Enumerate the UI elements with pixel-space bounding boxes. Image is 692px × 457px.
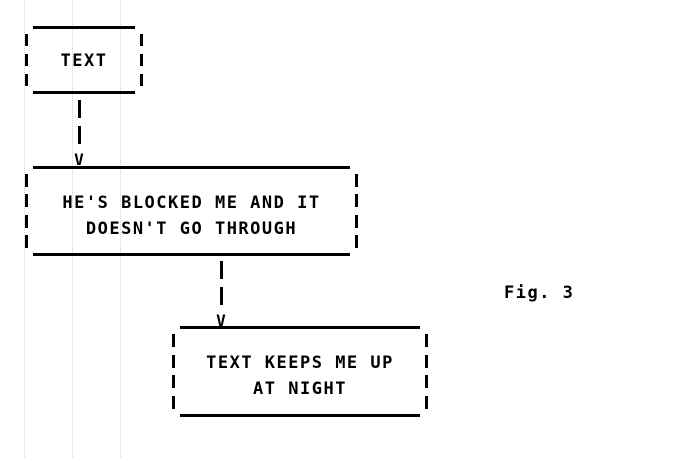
figure-caption: Fig. 3 — [504, 283, 575, 303]
node-keeps-up-border-right — [425, 326, 428, 417]
pipe-glyph — [25, 74, 28, 86]
node-blocked-border-right — [355, 166, 358, 256]
pipe-glyph — [425, 396, 428, 410]
node-text-label: TEXT — [25, 48, 143, 74]
node-text-border-right — [140, 26, 143, 94]
pipe-glyph — [25, 173, 28, 187]
arrowhead-icon: V — [74, 150, 84, 169]
connector-blocked-to-keeps-up: V — [214, 261, 228, 329]
pipe-glyph — [172, 396, 175, 410]
connector-segment — [77, 100, 81, 118]
node-keeps-up-rule-top — [180, 326, 420, 329]
pipe-glyph — [25, 214, 28, 228]
connector-text-to-blocked: V — [72, 100, 86, 168]
node-blocked-rule-bottom — [33, 253, 350, 256]
pipe-glyph — [140, 34, 143, 46]
node-keeps-up: TEXT KEEPS ME UP AT NIGHT — [172, 326, 428, 417]
connector-segment — [219, 287, 223, 305]
gridline-0 — [24, 0, 26, 457]
node-keeps-up-label: TEXT KEEPS ME UP AT NIGHT — [172, 350, 428, 402]
pipe-glyph — [25, 235, 28, 249]
connector-segment — [219, 261, 223, 279]
pipe-glyph — [355, 173, 358, 187]
node-blocked-border-left — [25, 166, 28, 256]
pipe-glyph — [355, 214, 358, 228]
node-blocked: HE'S BLOCKED ME AND IT DOESN'T GO THROUGH — [25, 166, 358, 256]
connector-segment — [77, 126, 81, 144]
arrowhead-icon: V — [216, 311, 226, 330]
pipe-glyph — [172, 333, 175, 347]
pipe-glyph — [355, 194, 358, 208]
node-blocked-rule-top — [33, 166, 350, 169]
pipe-glyph — [25, 194, 28, 208]
pipe-glyph — [172, 354, 175, 368]
node-keeps-up-rule-bottom — [180, 414, 420, 417]
node-keeps-up-border-left — [172, 326, 175, 417]
node-blocked-line-0: HE'S BLOCKED ME AND IT — [62, 193, 321, 213]
node-keeps-up-line-1: AT NIGHT — [253, 379, 347, 399]
node-text-border-left — [25, 26, 28, 94]
node-text: TEXT — [25, 26, 143, 94]
pipe-glyph — [425, 375, 428, 389]
node-text-line-0: TEXT — [60, 51, 108, 71]
pipe-glyph — [140, 74, 143, 86]
pipe-glyph — [25, 54, 28, 66]
node-text-rule-top — [33, 26, 135, 29]
node-keeps-up-line-0: TEXT KEEPS ME UP — [206, 353, 394, 373]
pipe-glyph — [425, 354, 428, 368]
pipe-glyph — [355, 235, 358, 249]
node-blocked-label: HE'S BLOCKED ME AND IT DOESN'T GO THROUGH — [25, 190, 358, 242]
node-text-rule-bottom — [33, 91, 135, 94]
gridline-2 — [120, 0, 122, 457]
node-blocked-line-1: DOESN'T GO THROUGH — [85, 219, 298, 239]
pipe-glyph — [140, 54, 143, 66]
pipe-glyph — [25, 34, 28, 46]
pipe-glyph — [425, 333, 428, 347]
pipe-glyph — [172, 375, 175, 389]
gridline-1 — [72, 0, 74, 457]
